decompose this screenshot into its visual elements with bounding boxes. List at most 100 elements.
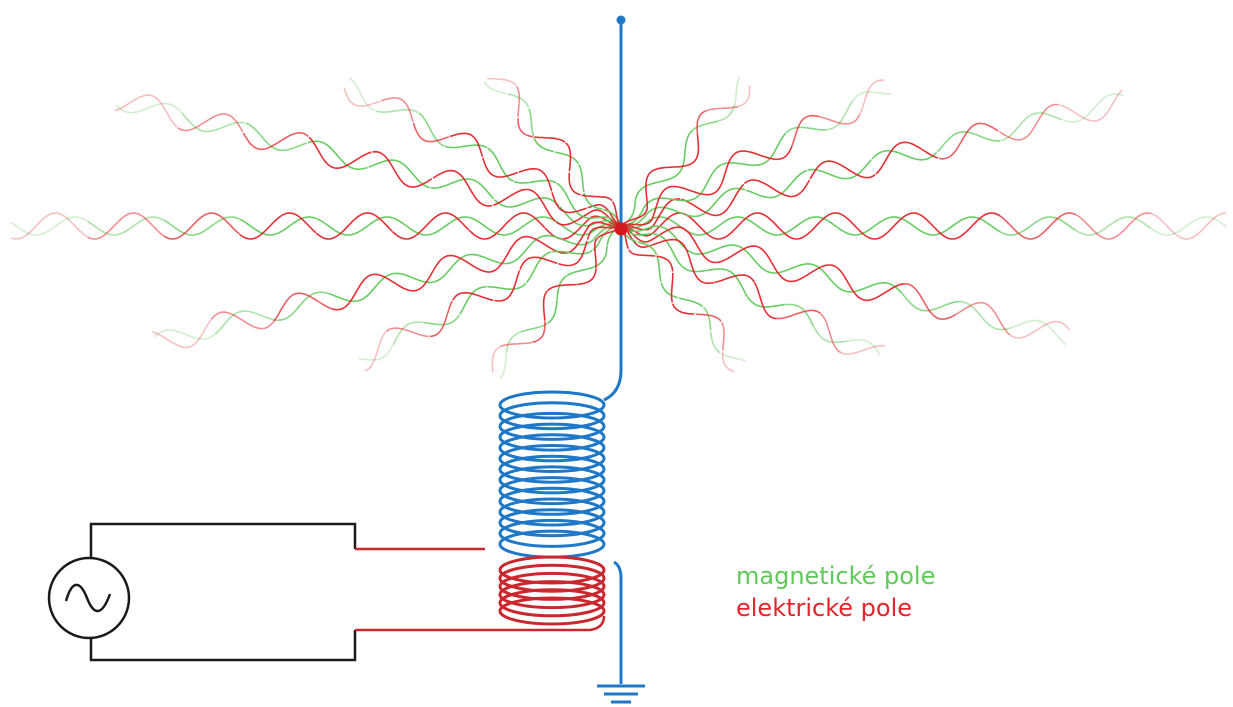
- electric-wave: [273, 292, 333, 322]
- magnetic-wave: [520, 322, 548, 333]
- secondary-coil-turn: [498, 401, 606, 431]
- magnetic-wave: [444, 144, 488, 149]
- magnetic-wave: [957, 300, 1012, 331]
- magnetic-wave: [556, 275, 568, 300]
- secondary-coil-turn: [498, 390, 606, 420]
- magnetic-wave: [716, 162, 759, 169]
- electric-wave: [494, 270, 521, 302]
- electric-wave: [714, 274, 756, 284]
- circuit-wire-bottom: [89, 624, 357, 662]
- magnetic-wave: [328, 275, 387, 303]
- magnetic-wave: [703, 306, 712, 331]
- magnetic-wave: [556, 182, 583, 218]
- electric-wave: [654, 185, 688, 211]
- magnetic-wave: [851, 91, 892, 102]
- primary-circuit: [47, 522, 606, 662]
- magnetic-wave: [555, 151, 580, 165]
- magnetic-wave: [578, 164, 585, 193]
- magnetic-wave: [418, 112, 445, 147]
- magnetic-wave: [307, 140, 368, 170]
- electric-wave: [656, 255, 674, 272]
- electric-wave: [343, 87, 381, 107]
- magnetic-wave: [717, 104, 736, 122]
- electric-wave: [500, 341, 533, 348]
- magnetic-wave: [998, 216, 1076, 236]
- electric-wave: [332, 273, 388, 311]
- electric-wave: [152, 318, 213, 349]
- magnetic-wave: [847, 338, 881, 357]
- electric-wave: [671, 303, 695, 315]
- magnetic-wave: [936, 130, 1001, 153]
- magnetic-wave: [559, 206, 622, 227]
- electric-wave: [620, 198, 681, 231]
- magnetic-wave: [784, 126, 826, 135]
- electric-wave: [743, 179, 811, 198]
- magnetic-wave: [566, 266, 595, 277]
- circuit-wire-top: [89, 522, 357, 572]
- electric-wave: [581, 194, 613, 202]
- electric-wave: [442, 254, 506, 273]
- electric-wave: [998, 103, 1059, 141]
- electric-wave: [429, 300, 454, 338]
- electric-wave: [692, 134, 700, 164]
- electric-wave: [620, 209, 657, 227]
- magnetic-wave: [691, 166, 719, 201]
- electric-wave: [534, 136, 566, 143]
- electric-wave: [577, 268, 597, 286]
- magnetic-wave: [547, 299, 558, 324]
- electric-wave: [777, 309, 821, 320]
- electric-wave: [1008, 320, 1071, 339]
- electric-wave: [177, 113, 244, 133]
- electric-wave: [1074, 212, 1151, 240]
- electric-wave: [784, 264, 847, 283]
- electric-wave: [565, 221, 622, 254]
- electric-wave: [504, 235, 566, 259]
- magnetic-wave: [847, 216, 925, 236]
- electric-wave: [487, 77, 517, 86]
- magnetic-wave: [528, 108, 535, 137]
- magnetic-wave: [163, 216, 241, 236]
- magnetic-wave: [507, 93, 530, 108]
- magnetic-wave: [871, 149, 938, 161]
- magnetic-wave: [758, 133, 786, 166]
- electric-wave: [628, 249, 656, 257]
- antenna-tip: [616, 15, 626, 25]
- electric-wave: [239, 212, 317, 240]
- magnetic-wave: [720, 352, 747, 362]
- magnetic-wave: [646, 176, 675, 187]
- electric-wave: [372, 150, 433, 188]
- electric-wave: [686, 178, 725, 196]
- ac-source-icon: [47, 556, 131, 640]
- magnetic-wave: [637, 241, 658, 256]
- magnetic-wave: [483, 80, 507, 95]
- magnetic-wave: [214, 310, 274, 335]
- secondary-coil-turn: [498, 497, 606, 527]
- magnetic-wave: [696, 216, 773, 236]
- magnetic-wave: [656, 255, 662, 282]
- magnetic-wave: [562, 225, 622, 246]
- electric-wave: [720, 321, 725, 351]
- electric-wave: [515, 85, 521, 117]
- magnetic-wave: [505, 331, 521, 353]
- electric-wave: [721, 352, 735, 373]
- electric-wave: [875, 141, 939, 175]
- magnetic-wave: [807, 159, 872, 180]
- magnetic-wave: [620, 225, 679, 241]
- ground-lead: [613, 560, 623, 684]
- electric-wave: [695, 313, 722, 322]
- magnetic-wave: [813, 326, 848, 344]
- electric-wave: [938, 122, 999, 160]
- electric-wave: [771, 212, 849, 240]
- magnetic-wave: [494, 197, 560, 208]
- electric-wave: [737, 85, 751, 108]
- electric-wave: [844, 277, 904, 302]
- magnetic-wave: [721, 268, 749, 298]
- primary-coil-turn: [498, 588, 606, 618]
- secondary-coil-turn: [498, 411, 606, 441]
- electric-wave: [1059, 89, 1123, 122]
- magnetic-wave: [180, 111, 245, 133]
- legend-magnetic: magnetické pole: [736, 562, 936, 590]
- electric-wave: [532, 321, 546, 344]
- magnetic-wave: [620, 206, 685, 227]
- magnetic-wave: [392, 216, 469, 236]
